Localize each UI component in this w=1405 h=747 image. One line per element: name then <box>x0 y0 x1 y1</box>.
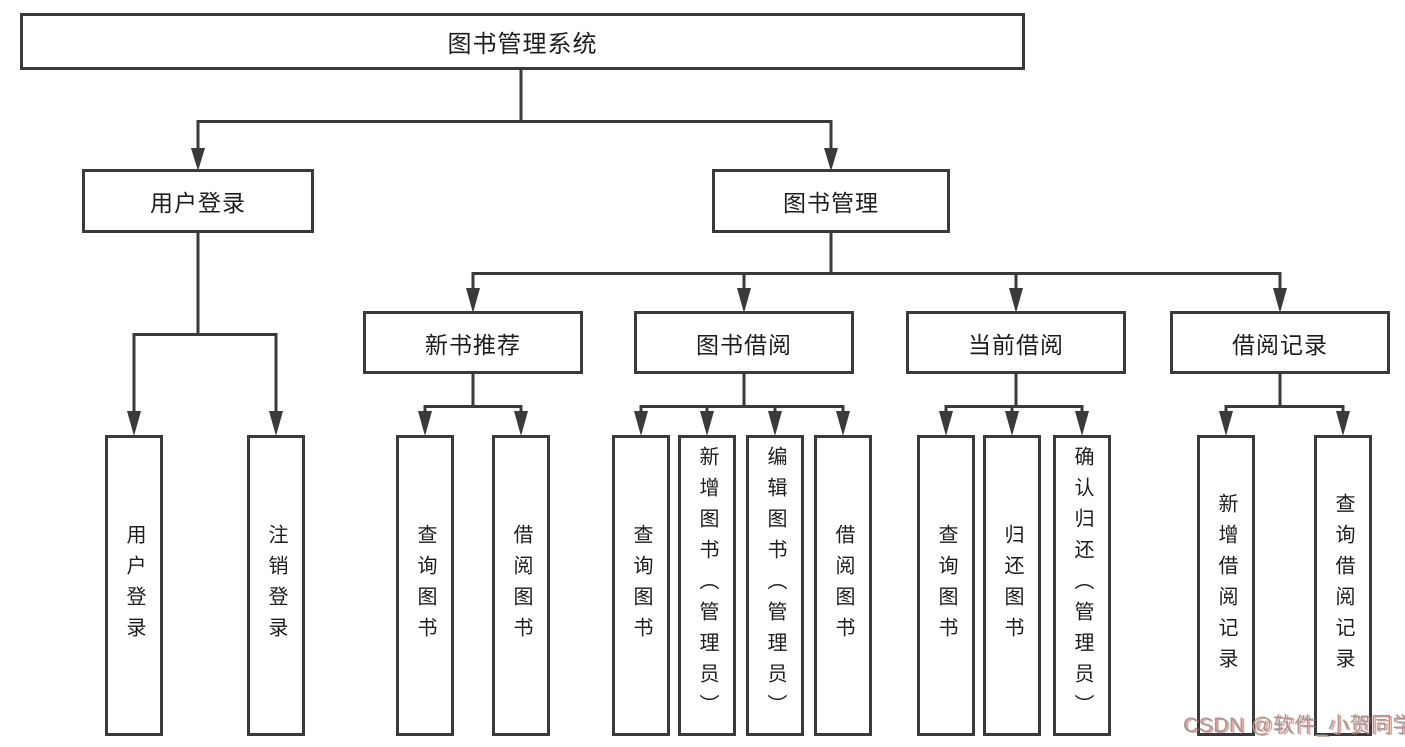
leaf-current-query-books: 查询图书 <box>917 435 975 736</box>
csdn-watermark: CSDN @软件_小贺同学 <box>1183 714 1405 737</box>
node-label: 借阅记录 <box>1232 331 1328 358</box>
node-label: 图书管理系统 <box>447 31 598 58</box>
leaf-add-books-admin: 新增图书（管理员） <box>678 435 736 736</box>
leaf-query-borrow-record: 查询借阅记录 <box>1314 435 1372 736</box>
node-label: 注销登录 <box>265 523 287 648</box>
leaf-edit-books-admin: 编辑图书（管理员） <box>746 435 804 736</box>
node-label: 用户登录 <box>123 523 145 648</box>
node-new-book-recommendation: 新书推荐 <box>363 311 583 374</box>
node-book-management: 图书管理 <box>712 169 950 233</box>
node-label: 确认归还（管理员） <box>1071 446 1093 725</box>
node-user-login: 用户登录 <box>82 169 314 233</box>
node-label: 借阅图书 <box>510 523 532 648</box>
leaf-recommend-query-books: 查询图书 <box>396 435 454 736</box>
node-library-management-system: 图书管理系统 <box>20 13 1025 70</box>
node-label: 新增借阅记录 <box>1215 492 1237 679</box>
node-label: 图书借阅 <box>696 331 792 358</box>
leaf-add-borrow-record: 新增借阅记录 <box>1197 435 1255 736</box>
node-label: 编辑图书（管理员） <box>764 446 786 725</box>
node-label: 查询图书 <box>414 523 436 648</box>
leaf-logout: 注销登录 <box>247 435 305 736</box>
node-current-borrowing: 当前借阅 <box>906 311 1126 374</box>
node-label: 图书管理 <box>783 190 879 216</box>
node-label: 用户登录 <box>150 190 246 216</box>
leaf-recommend-borrow-books: 借阅图书 <box>492 435 550 736</box>
leaf-return-books: 归还图书 <box>983 435 1041 736</box>
node-label: 当前借阅 <box>968 331 1064 358</box>
node-label: 查询借阅记录 <box>1332 492 1354 679</box>
node-label: 新书推荐 <box>425 331 521 358</box>
node-borrowing-records: 借阅记录 <box>1170 311 1390 374</box>
leaf-confirm-return-admin: 确认归还（管理员） <box>1053 435 1111 736</box>
node-label: 查询图书 <box>935 523 957 648</box>
node-label: 借阅图书 <box>832 523 854 648</box>
node-label: 归还图书 <box>1001 523 1023 648</box>
node-book-borrowing: 图书借阅 <box>634 311 854 374</box>
node-label: 查询图书 <box>630 523 652 648</box>
node-label: 新增图书（管理员） <box>696 446 718 725</box>
leaf-borrowing-borrow-books: 借阅图书 <box>814 435 872 736</box>
leaf-borrowing-query-books: 查询图书 <box>612 435 670 736</box>
leaf-user-login: 用户登录 <box>105 435 163 736</box>
